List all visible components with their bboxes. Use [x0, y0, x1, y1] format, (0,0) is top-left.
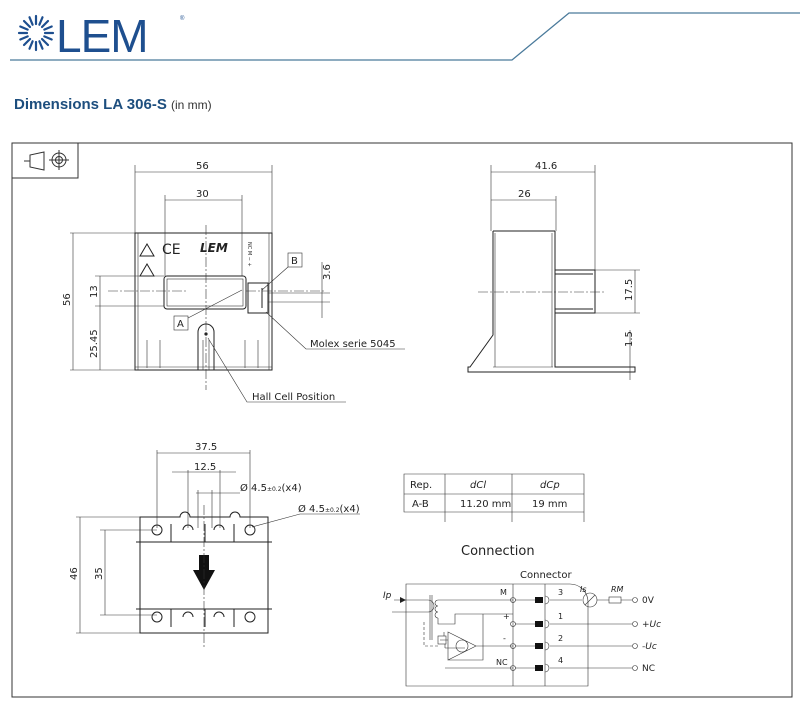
dim-window-height: 13 — [89, 285, 100, 298]
dim-offset: 25.45 — [89, 329, 100, 358]
pin-row: M 3 Is RM 0V — [500, 585, 655, 608]
pin-row: - 2 -Uc — [503, 634, 657, 652]
table-header-rep: Rep. — [410, 480, 432, 491]
dim-base: 1.5 — [624, 331, 635, 347]
is-label: Is — [580, 585, 587, 594]
body-logo: LEM — [200, 241, 228, 255]
pin-output-label: NC — [642, 664, 655, 674]
dim-holes-inner: 12.5 — [194, 462, 216, 473]
front-view: CE LEM NC M − + 56 30 56 13 25.45 3.6 B … — [62, 161, 405, 403]
molex-label: Molex serie 5045 — [310, 339, 396, 350]
table-cell-dcl: 11.20 mm — [460, 499, 511, 510]
page-title-text: Dimensions LA 306-S — [14, 96, 167, 113]
pin-output-label: -Uc — [642, 642, 657, 652]
projection-symbol-icon — [24, 150, 69, 171]
dim-connector-pitch: 3.6 — [322, 264, 333, 280]
pin-inner-label: NC — [496, 658, 508, 667]
table-cell-dcp: 19 mm — [532, 499, 567, 510]
dim-connector-height: 17.5 — [624, 279, 635, 301]
connector-label: Connector — [520, 570, 572, 581]
ce-mark: CE — [162, 242, 181, 258]
pin-labels: NC M − + — [246, 242, 252, 267]
logo-wordmark: LEM — [56, 10, 149, 62]
pin-number: 4 — [558, 656, 563, 665]
dim-body: 26 — [518, 189, 531, 200]
pin-number: 3 — [558, 588, 563, 597]
table-cell-rep: A-B — [412, 499, 429, 510]
pin-inner-label: - — [503, 634, 506, 643]
bottom-view: 37.5 12.5 Ø 4.5±0.2(x4) Ø 4.5±0.2(x4) 46… — [69, 442, 360, 648]
page-title: Dimensions LA 306-S (in mm) — [14, 96, 212, 113]
pin-row: NC 4 NC — [496, 656, 655, 674]
dim-hole-pitch: 35 — [94, 567, 105, 580]
pin-output-label: 0V — [642, 596, 655, 606]
logo-registered: ® — [180, 16, 185, 22]
page-title-unit: (in mm) — [171, 98, 212, 112]
dim-width: 56 — [196, 161, 209, 172]
ip-label: Ip — [383, 591, 392, 601]
dimension-table: Rep. dCl dCp A-B 11.20 mm 19 mm — [403, 473, 585, 522]
dim-height-46: 46 — [69, 567, 80, 580]
pin-rows: M 3 Is RM 0V + 1 +Uc - — [496, 585, 661, 674]
connection-diagram: Connection Connector Ip M 3 Is RM 0V — [383, 544, 661, 687]
hole-spec-1: Ø 4.5±0.2(x4) — [240, 482, 302, 494]
drawing-frame — [11, 142, 793, 698]
pin-inner-label: + — [503, 612, 510, 621]
dim-window-width: 30 — [196, 189, 209, 200]
pin-number: 1 — [558, 612, 563, 621]
side-view: 41.6 26 17.5 1.5 — [467, 161, 640, 380]
logo-sunburst-icon — [17, 14, 55, 52]
table-header-dcl: dCl — [470, 480, 486, 491]
label-b: B — [291, 256, 298, 267]
hole-spec-2: Ø 4.5±0.2(x4) — [298, 503, 360, 515]
pin-row: + 1 +Uc — [503, 612, 661, 630]
header-rule — [10, 12, 800, 61]
pin-output-label: +Uc — [642, 620, 661, 630]
rm-label: RM — [611, 585, 624, 594]
table-header-dcp: dCp — [540, 480, 560, 491]
dim-holes-outer: 37.5 — [195, 442, 217, 453]
dim-depth: 41.6 — [535, 161, 557, 172]
dim-height: 56 — [62, 293, 73, 306]
hall-cell-label: Hall Cell Position — [252, 392, 335, 403]
pin-number: 2 — [558, 634, 563, 643]
label-a: A — [177, 319, 184, 330]
projection-symbol-box — [11, 142, 79, 179]
connection-title: Connection — [461, 544, 535, 559]
pin-inner-label: M — [500, 588, 507, 597]
